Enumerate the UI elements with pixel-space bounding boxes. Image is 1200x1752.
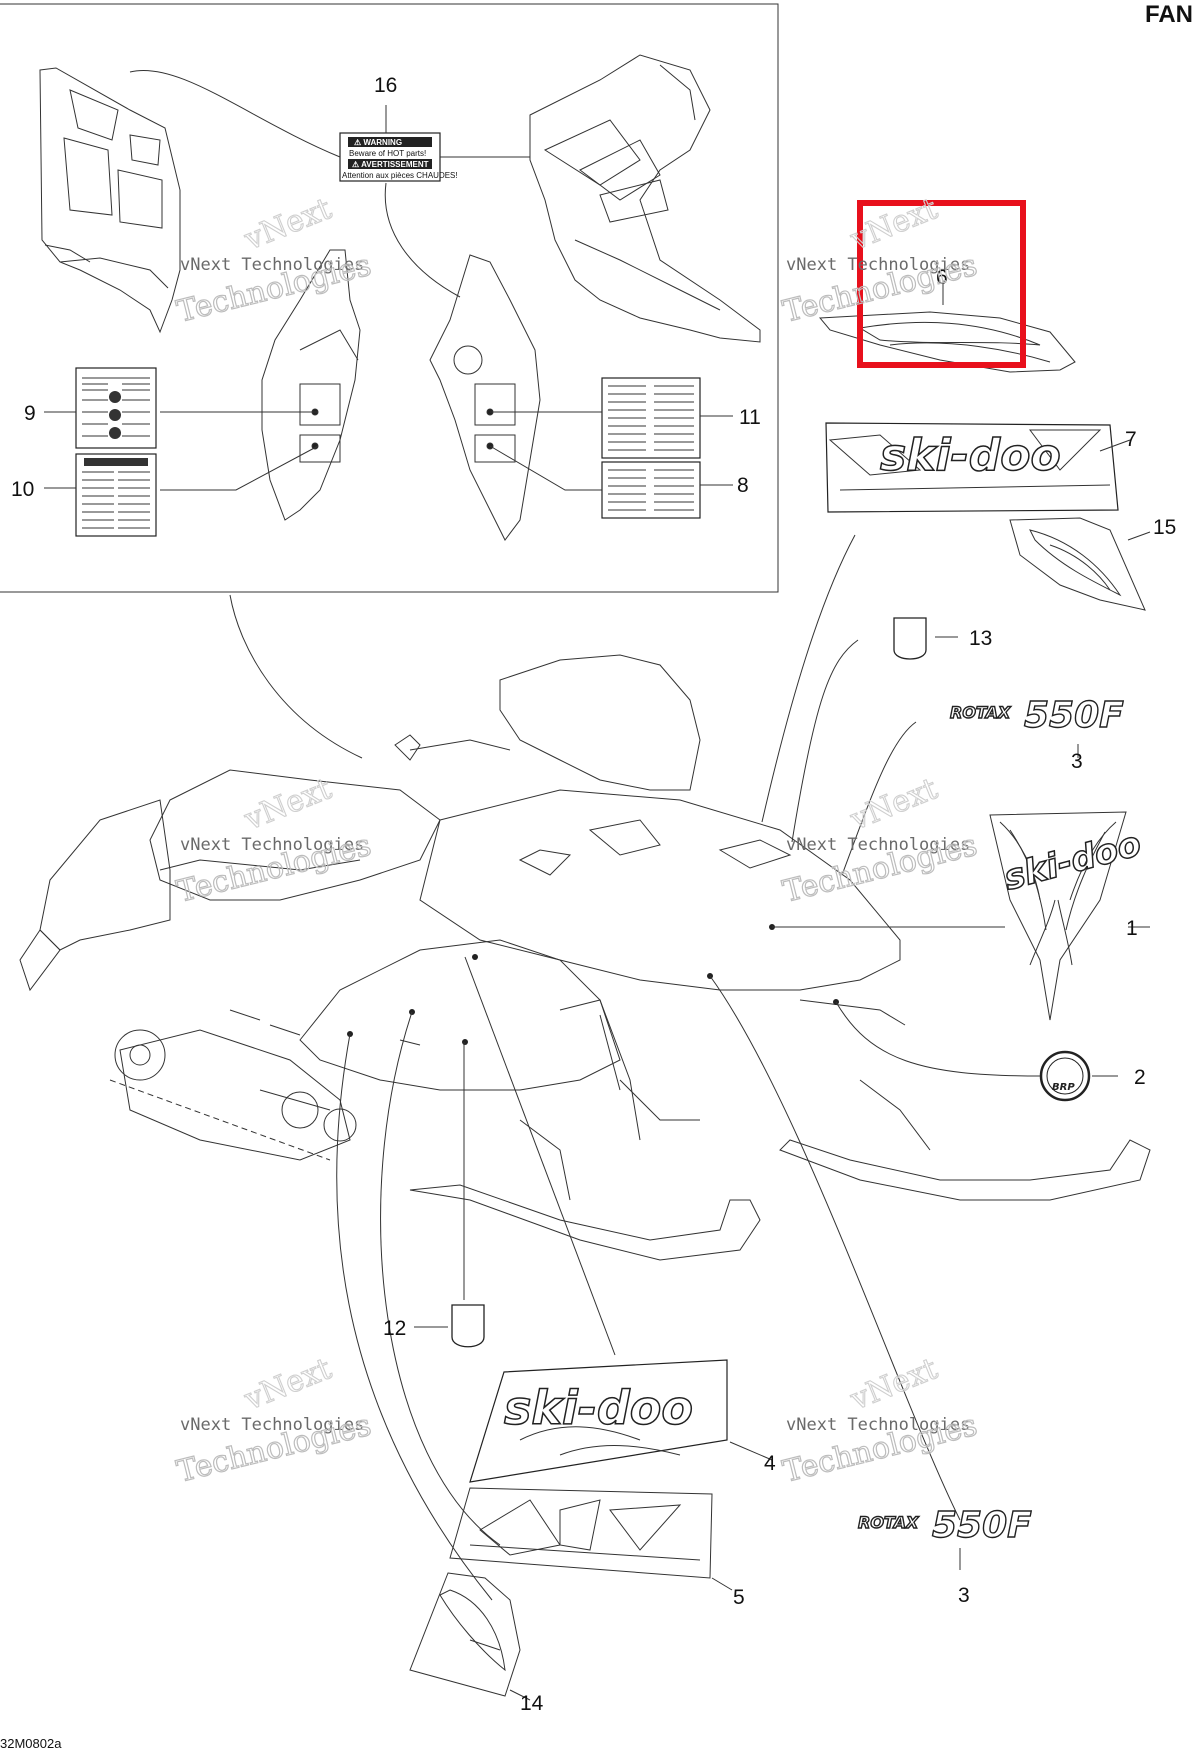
decal-1 <box>989 811 1127 1021</box>
decal-15 <box>1009 517 1146 611</box>
decal-5 <box>449 1487 713 1579</box>
svg-text:vNext Technologies: vNext Technologies <box>786 835 970 855</box>
decal-1-brand: ski-doo <box>1000 824 1145 899</box>
callout-dots <box>347 924 839 1045</box>
warning-line-4: Attention aux pièces CHAUDES! <box>342 171 458 180</box>
inset-frame <box>0 3 779 593</box>
info-label-11 <box>601 377 701 459</box>
callout-12: 12 <box>383 1317 406 1340</box>
callout-9: 9 <box>24 402 36 425</box>
decal-3-lower-rotax: ROTAX <box>858 1513 919 1532</box>
watermark-4: vNext vNext Technologies Technologies <box>779 771 981 911</box>
callout-14: 14 <box>520 1692 544 1715</box>
decal-3-lower-model: 550F <box>932 1505 1032 1546</box>
decal-7: ski-doo <box>825 422 1119 513</box>
decal-3-upper-model: 550F <box>1024 695 1124 736</box>
svg-text:vNext: vNext <box>239 191 336 258</box>
watermark-2: vNext vNext Technologies Technologies <box>779 191 981 331</box>
decal-13 <box>893 617 927 660</box>
callout-13: 13 <box>969 627 992 650</box>
svg-text:vNext: vNext <box>239 771 336 838</box>
drawing-code: 32M0802a <box>0 1736 62 1751</box>
decal-2: BRP <box>1039 1050 1091 1102</box>
callout-15: 15 <box>1153 516 1176 539</box>
decal-14 <box>409 1572 521 1697</box>
decal-3-upper-rotax: ROTAX <box>950 703 1011 722</box>
warning-label-decal: ⚠ WARNING Beware of HOT parts! ⚠ AVERTIS… <box>339 132 458 182</box>
callout-1: 1 <box>1126 917 1138 940</box>
callout-3-upper: 3 <box>1071 750 1083 773</box>
watermark-5: vNext vNext Technologies Technologies <box>173 1351 375 1491</box>
callout-3-lower: 3 <box>958 1584 970 1607</box>
callout-11: 11 <box>739 406 761 429</box>
side-panel-left <box>261 249 361 521</box>
svg-text:vNext: vNext <box>845 1351 942 1418</box>
page-title: FAN <box>1145 1 1193 28</box>
callout-5: 5 <box>733 1586 745 1609</box>
watermark-6: vNext vNext Technologies Technologies <box>779 1351 981 1491</box>
callout-16: 16 <box>374 74 397 97</box>
svg-text:vNext Technologies: vNext Technologies <box>786 255 970 275</box>
svg-text:vNext: vNext <box>845 771 942 838</box>
decal-7-brand: ski-doo <box>880 430 1061 481</box>
decal-4-brand: ski-doo <box>504 1381 693 1435</box>
chassis-frame <box>529 54 761 343</box>
decal-3-lower: ROTAX 550F <box>857 1504 1033 1546</box>
svg-text:vNext Technologies: vNext Technologies <box>786 1415 970 1435</box>
warning-line-1: ⚠ WARNING <box>354 138 402 147</box>
side-panel-right <box>429 254 541 541</box>
svg-text:vNext Technologies: vNext Technologies <box>180 255 364 275</box>
svg-text:vNext Technologies: vNext Technologies <box>180 1415 364 1435</box>
leader-lines <box>229 280 1151 1701</box>
callout-2: 2 <box>1134 1066 1146 1089</box>
side-panel-inner <box>39 67 181 334</box>
snowmobile-body <box>19 654 1151 1261</box>
decal-12 <box>451 1304 485 1348</box>
watermark-1: vNext vNext Technologies Technologies <box>173 191 375 331</box>
watermark-3: vNext vNext Technologies Technologies <box>173 771 375 911</box>
svg-text:vNext: vNext <box>239 1351 336 1418</box>
info-label-10 <box>75 453 157 537</box>
svg-text:vNext Technologies: vNext Technologies <box>180 835 364 855</box>
callout-6: 6 <box>936 266 948 289</box>
warning-line-2: Beware of HOT parts! <box>349 149 426 158</box>
warning-line-3: ⚠ AVERTISSEMENT <box>352 160 429 169</box>
inset-leaders <box>44 70 733 491</box>
callout-10: 10 <box>11 478 34 501</box>
decal-3-upper: ROTAX 550F <box>947 694 1173 737</box>
decal-6 <box>818 311 1076 373</box>
callout-4: 4 <box>764 1452 776 1475</box>
callout-8: 8 <box>737 474 749 497</box>
callout-7: 7 <box>1125 428 1137 451</box>
decal-2-badge: BRP <box>1052 1082 1075 1093</box>
decal-4: ski-doo <box>469 1359 728 1483</box>
highlight-box <box>857 200 1026 368</box>
info-label-9 <box>75 367 157 449</box>
info-label-8 <box>601 461 701 519</box>
